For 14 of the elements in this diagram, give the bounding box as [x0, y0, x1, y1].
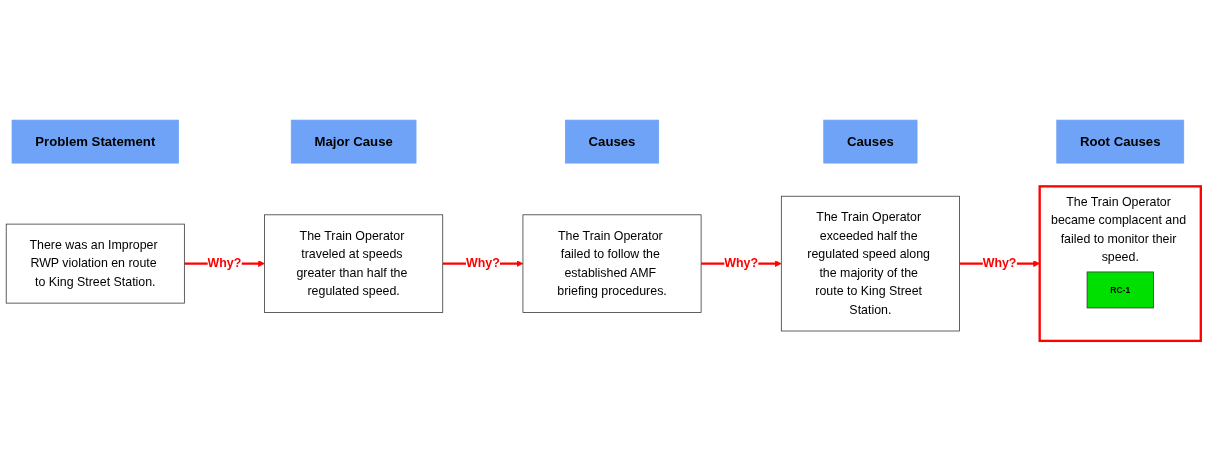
node-box: Root Causes — [1056, 119, 1185, 164]
edge-label: Why? — [724, 256, 759, 270]
node-box: Problem Statement — [11, 119, 179, 164]
node-box: The Train Operator traveled at speeds greater than half the regulated speed. — [264, 214, 444, 313]
node-box: Major Cause — [290, 119, 417, 164]
edge-label: Why? — [982, 256, 1017, 270]
node-box: The Train Operator failed to follow the established AMF briefing procedures. — [522, 214, 702, 313]
edge-label: Why? — [207, 256, 242, 270]
node-box: The Train Operator exceeded half the regulated speed along the majority of the route to King Street Station. — [780, 195, 960, 332]
node-box: Causes — [823, 119, 918, 164]
node-box: RC-1 — [1086, 271, 1154, 309]
node-box: Causes — [564, 119, 660, 164]
node-box: There was an Improper RWP violation en route to King Street Station. — [5, 223, 185, 304]
edge-label: Why? — [465, 256, 500, 270]
